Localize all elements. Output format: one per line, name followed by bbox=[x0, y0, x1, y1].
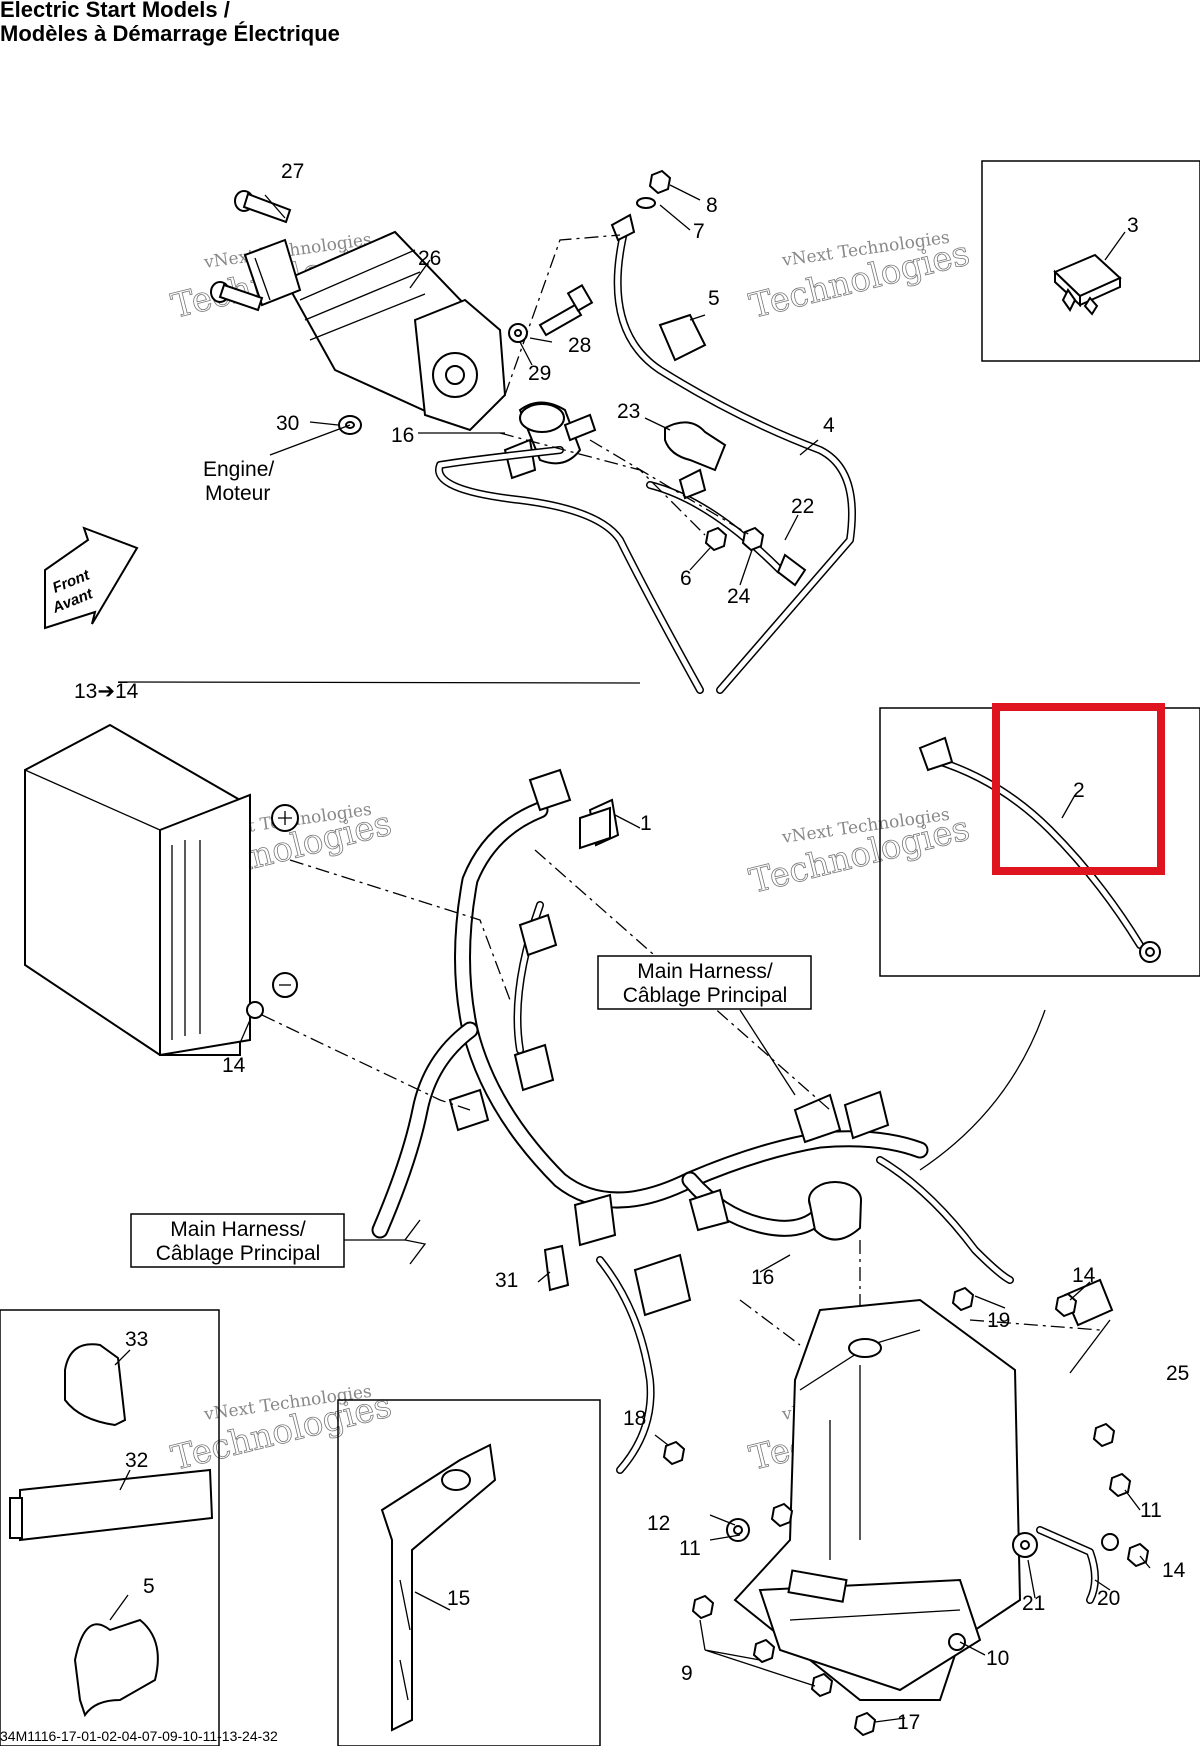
callout: 16 bbox=[391, 424, 414, 447]
solenoid-mid bbox=[808, 1181, 862, 1241]
harness-connectors bbox=[448, 768, 890, 1317]
bolt-27 bbox=[210, 190, 292, 312]
watermark-mid-right: vNext Technologies Technologies bbox=[745, 805, 974, 902]
callout: 12 bbox=[647, 1512, 670, 1535]
engine-label-en: Engine/ bbox=[203, 458, 274, 481]
ground-cable-20 bbox=[1036, 1526, 1119, 1604]
callout: 14 bbox=[222, 1054, 246, 1077]
nut-17 bbox=[853, 1711, 877, 1737]
svg-text:Main Harness/: Main Harness/ bbox=[170, 1218, 306, 1241]
cable-22 bbox=[435, 446, 784, 694]
callout: 28 bbox=[568, 334, 591, 357]
boot-23 bbox=[664, 421, 727, 472]
starter-motor bbox=[243, 230, 507, 432]
callout: 10 bbox=[986, 1647, 1009, 1670]
main-harness-label-1: Main Harness/ Câblage Principal bbox=[597, 955, 812, 1010]
callout: 8 bbox=[706, 194, 718, 217]
callout: 15 bbox=[447, 1587, 470, 1610]
svg-text:Câblage Principal: Câblage Principal bbox=[623, 984, 788, 1007]
terminal-ends bbox=[610, 213, 807, 587]
star-washer-21 bbox=[1012, 1532, 1038, 1558]
ground-cable-2 bbox=[918, 736, 1161, 963]
callout-numbers: 27 26 8 7 5 28 29 30 16 23 4 22 6 24 3 1… bbox=[74, 160, 1189, 1734]
grease-tube-32 bbox=[19, 1468, 214, 1542]
callout: 3 bbox=[1127, 214, 1139, 237]
inset-box-fuse bbox=[981, 160, 1200, 362]
highlight-box-part-2 bbox=[992, 703, 1165, 875]
inset-box-bracket bbox=[337, 1399, 601, 1746]
callout: 17 bbox=[897, 1711, 920, 1734]
cable-clip-33 bbox=[64, 1343, 127, 1427]
callout: 11 bbox=[1140, 1499, 1162, 1522]
battery bbox=[24, 723, 299, 1057]
connector-31 bbox=[543, 1244, 570, 1292]
cable-4 bbox=[613, 224, 856, 694]
inset-box-accessories bbox=[0, 1309, 220, 1746]
solenoid-top bbox=[503, 401, 597, 480]
main-harness-label-2: Main Harness/ Câblage Principal bbox=[130, 1213, 345, 1268]
battery-tray bbox=[733, 1298, 1022, 1701]
drawing-code: 34M1116-17-01-02-04-07-09-10-11-13-24-32 bbox=[0, 1728, 278, 1744]
callout: 13➔14 bbox=[74, 680, 139, 703]
callout: 23 bbox=[617, 400, 640, 423]
callout: 27 bbox=[281, 160, 304, 183]
bolt-18 bbox=[662, 1440, 686, 1466]
inset-accessories bbox=[9, 1343, 214, 1718]
svg-text:Main Harness/: Main Harness/ bbox=[637, 960, 773, 983]
clip-5-top bbox=[658, 313, 707, 362]
callout: 26 bbox=[418, 247, 441, 270]
svg-text:Câblage Principal: Câblage Principal bbox=[156, 1242, 321, 1265]
engine-label-fr: Moteur bbox=[205, 482, 270, 505]
callout: 18 bbox=[623, 1407, 646, 1430]
watermark-top-right: vNext Technologies Technologies bbox=[745, 228, 974, 327]
callout: 21 bbox=[1022, 1592, 1045, 1615]
screws-9 bbox=[691, 1594, 834, 1698]
callout: 4 bbox=[823, 414, 835, 437]
nut-8-7 bbox=[636, 169, 672, 209]
callout: 22 bbox=[791, 495, 814, 518]
callout: 29 bbox=[528, 362, 551, 385]
callout: 6 bbox=[680, 567, 692, 590]
nut-19 bbox=[951, 1286, 975, 1312]
callout: 30 bbox=[276, 412, 299, 435]
callout: 2 bbox=[1073, 779, 1085, 802]
callout: 16 bbox=[751, 1266, 774, 1289]
clip-5-inset bbox=[73, 1618, 159, 1718]
bolt-28 bbox=[538, 283, 594, 337]
watermark-bottom-left: vNext Technologies Technologies bbox=[167, 1382, 396, 1479]
callout: 14 bbox=[1162, 1559, 1186, 1582]
callout: 5 bbox=[143, 1575, 155, 1598]
callout: 20 bbox=[1097, 1587, 1120, 1610]
page-title-french: Modèles à Démarrage Électrique bbox=[0, 21, 340, 46]
callout: 7 bbox=[693, 220, 705, 243]
callout: 25 bbox=[1166, 1362, 1189, 1385]
callout: 31 bbox=[495, 1269, 518, 1292]
star-washer-12 bbox=[726, 1518, 750, 1542]
callout: 14 bbox=[1072, 1264, 1096, 1287]
callout: 9 bbox=[681, 1662, 693, 1685]
callout: 5 bbox=[708, 287, 720, 310]
front-arrow: Front Avant bbox=[44, 526, 139, 630]
callout: 1 bbox=[640, 812, 652, 835]
callout: 24 bbox=[727, 585, 751, 608]
callout: 32 bbox=[125, 1449, 148, 1472]
callout: 19 bbox=[987, 1309, 1010, 1332]
cap-25 bbox=[1063, 1278, 1114, 1327]
callout: 11 bbox=[679, 1537, 701, 1560]
bracket-15 bbox=[380, 1443, 497, 1732]
page-title-english: Electric Start Models / bbox=[0, 0, 230, 22]
callout: 33 bbox=[125, 1328, 148, 1351]
fuse-3 bbox=[1053, 253, 1122, 316]
